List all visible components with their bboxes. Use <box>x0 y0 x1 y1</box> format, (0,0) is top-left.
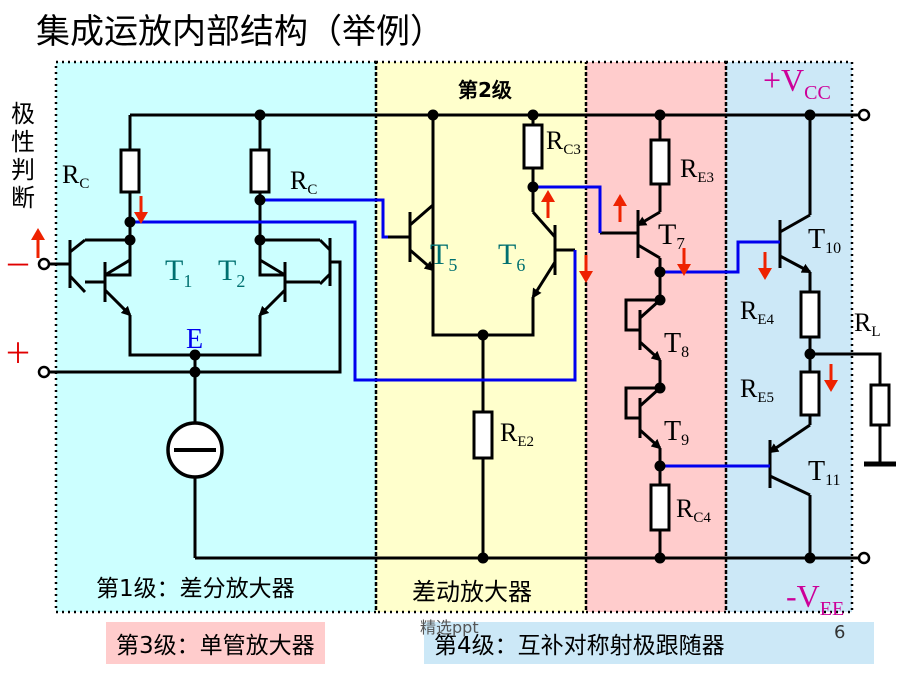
rc4-label: RC4 <box>676 494 711 526</box>
stage2-top-label: 第2级 <box>458 78 512 102</box>
page-number: 6 <box>834 622 846 643</box>
t7-label: T7 <box>658 218 685 253</box>
stage3-caption: 第3级：单管放大器 <box>106 622 325 664</box>
t9-label: T9 <box>664 416 690 449</box>
t11-label: T11 <box>808 456 841 489</box>
terminals <box>37 108 871 565</box>
polarity-arrows <box>31 190 838 392</box>
page-title: 集成运放内部结构（举例） <box>36 12 444 52</box>
t1-label: T1 <box>165 254 193 291</box>
rc-left-label: RC <box>62 160 90 192</box>
t8-label: T8 <box>664 328 690 361</box>
stage1-caption: 第1级：差分放大器 <box>96 576 295 602</box>
stage4-panel <box>726 62 852 612</box>
t5-label: T5 <box>430 238 458 275</box>
wires <box>48 113 882 560</box>
junction-dots <box>124 109 816 564</box>
stage2-caption: 差动放大器 <box>412 578 532 606</box>
watermark-text: 精选ppt <box>420 618 479 637</box>
resistor-bodies <box>119 123 891 532</box>
re4-label: RE4 <box>740 296 775 328</box>
re3-label: RE3 <box>680 154 715 186</box>
polarity-label: 极性判断 <box>11 100 35 212</box>
signal-wires <box>130 185 780 468</box>
transistors <box>68 203 812 497</box>
supply-negative-label: -VEE <box>786 578 845 620</box>
rc-right-label: RC <box>290 166 318 198</box>
stage4-caption: 第4级：互补对称射极跟随器 <box>424 622 874 664</box>
re5-label: RE5 <box>740 374 775 406</box>
rl-label: RL <box>854 308 881 340</box>
noninverting-input-label: ＋ <box>4 337 33 370</box>
t2-label: T2 <box>218 254 246 291</box>
stage1-panel <box>56 62 376 612</box>
rc3-label: RC3 <box>546 126 581 158</box>
node-e-label: E <box>186 324 204 355</box>
supply-positive-label: +VCC <box>763 62 831 104</box>
t10-label: T10 <box>808 224 842 257</box>
stage-borders <box>54 60 854 614</box>
t6-label: T6 <box>498 238 526 275</box>
inverting-input-label: － <box>4 249 33 282</box>
re2-label: RE2 <box>500 418 535 450</box>
